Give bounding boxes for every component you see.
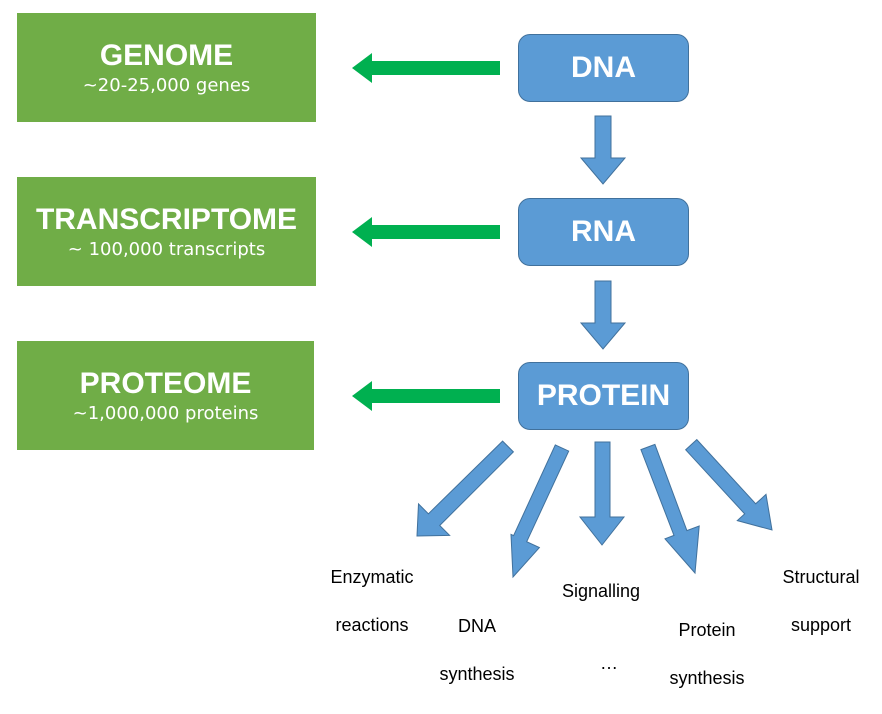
label-line: reactions <box>335 615 409 635</box>
label-line: Protein <box>678 620 736 640</box>
label-line: Enzymatic <box>330 567 414 587</box>
label-line: support <box>790 615 852 635</box>
label-line: Structural <box>782 567 860 587</box>
proteome-box: PROTEOME ~1,000,000 proteins <box>17 341 314 450</box>
green-arrow-genome <box>352 53 500 83</box>
genome-count: ~20-25,000 genes <box>82 74 251 96</box>
transcriptome-count: ~ 100,000 transcripts <box>67 238 266 260</box>
genome-box: GENOME ~20-25,000 genes <box>17 13 316 122</box>
label-protein-synthesis: Protein synthesis <box>669 594 744 714</box>
label-line: Signalling <box>561 581 641 601</box>
protein-box: PROTEIN <box>518 362 689 430</box>
arrow-to-signalling <box>578 441 626 546</box>
arrows-layer <box>352 53 773 579</box>
dna-box: DNA <box>518 34 689 102</box>
blue-arrow-dna-to-rna <box>579 115 627 185</box>
label-signalling: Signalling <box>562 555 640 627</box>
transcriptome-title: TRANSCRIPTOME <box>35 202 298 236</box>
arrow-to-structural <box>684 438 773 531</box>
transcriptome-box: TRANSCRIPTOME ~ 100,000 transcripts <box>17 177 316 286</box>
arrow-to-dna-synthesis <box>510 444 570 579</box>
green-arrow-transcriptome <box>352 217 500 247</box>
label-structural-support: Structural support <box>782 541 859 661</box>
arrow-to-enzymatic <box>416 440 515 537</box>
label-line: DNA <box>457 616 497 636</box>
label-dna-synthesis: DNA synthesis <box>439 590 514 710</box>
green-arrow-proteome <box>352 381 500 411</box>
rna-box: RNA <box>518 198 689 266</box>
genome-title: GENOME <box>99 38 234 72</box>
ellipsis: … <box>600 653 618 673</box>
label-line: synthesis <box>439 664 515 684</box>
label-line: synthesis <box>669 668 745 688</box>
blue-arrow-rna-to-protein <box>579 280 627 350</box>
label-enzymatic-reactions: Enzymatic reactions <box>330 541 413 661</box>
arrow-to-protein-synthesis <box>640 443 700 575</box>
proteome-title: PROTEOME <box>79 366 252 400</box>
proteome-count: ~1,000,000 proteins <box>72 402 259 424</box>
